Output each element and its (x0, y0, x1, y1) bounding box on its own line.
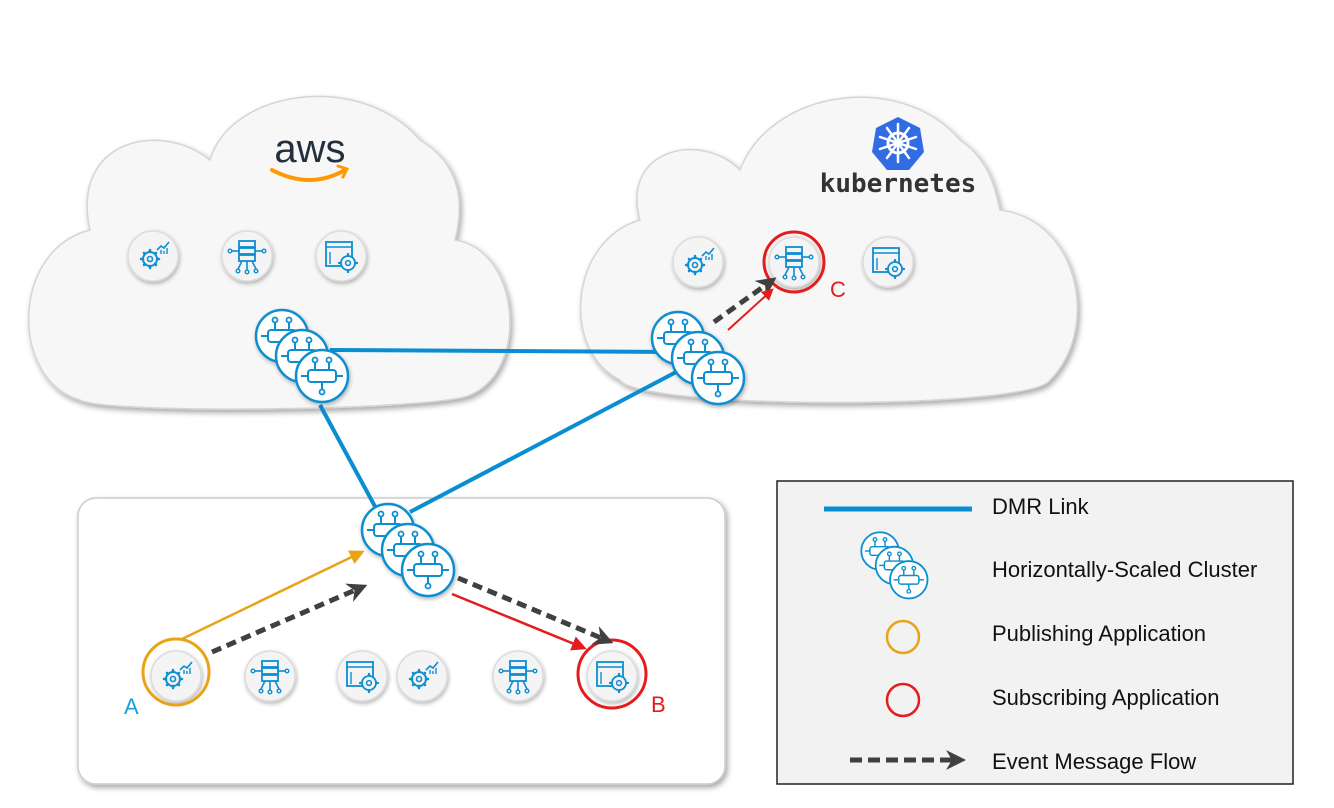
node-label-b: B (651, 692, 666, 717)
kubernetes-cloud (579, 96, 1078, 404)
flow-cluster-to-b-dashed (457, 575, 614, 645)
onprem-app-gear-chart-a-icon (151, 651, 201, 701)
flow-a-to-cluster-dashed (211, 583, 368, 655)
k8s-app-window-gear-icon (863, 237, 913, 287)
aws-smile-icon (270, 168, 347, 182)
dmr-link-k8s-onprem (409, 368, 681, 514)
legend-label-cluster: Horizontally-Scaled Cluster (992, 557, 1257, 582)
kubernetes-logo: kubernetes (820, 117, 977, 199)
dmr-links (318, 348, 681, 514)
flow-k8s-to-c-dashed (712, 277, 777, 325)
legend-box (776, 480, 1294, 785)
onprem-app-window-gear-b-icon (587, 651, 637, 701)
legend-label-dmr-link: DMR Link (992, 494, 1090, 519)
onprem-app-server-2-icon (493, 651, 543, 701)
aws-app-window-gear-icon (316, 231, 366, 281)
dmr-link-aws-k8s (329, 348, 671, 354)
onprem-datacenter-box (77, 497, 726, 785)
legend-label-subscribing: Subscribing Application (992, 685, 1219, 710)
node-label-a: A (124, 694, 139, 719)
legend-item-event-flow: Event Message Flow (850, 749, 1196, 774)
aws-arrow-tip-icon (336, 164, 350, 179)
aws-app-server-icon (222, 231, 272, 281)
dmr-link-aws-onprem (318, 404, 380, 513)
onprem-app-gear-chart-2-icon (397, 651, 447, 701)
legend-orange-ring-icon (885, 619, 921, 655)
kubernetes-helm-icon (872, 117, 924, 170)
legend-item-publishing: Publishing Application (885, 619, 1206, 655)
legend-label-publishing: Publishing Application (992, 621, 1206, 646)
legend-red-ring-icon (885, 682, 921, 718)
legend-item-cluster: Horizontally-Scaled Cluster (861, 532, 1257, 598)
k8s-apps: C (673, 230, 913, 302)
aws-logo: aws (270, 127, 350, 182)
aws-logo-text: aws (274, 127, 345, 171)
k8s-app-gear-chart-icon (673, 237, 723, 287)
aws-apps (128, 231, 366, 281)
kubernetes-logo-text: kubernetes (820, 169, 977, 199)
flow-cluster-to-b-red (451, 592, 587, 651)
publisher-a-ring (141, 637, 211, 707)
legend-label-event-flow: Event Message Flow (992, 749, 1196, 774)
legend-item-dmr-link: DMR Link (824, 494, 1090, 519)
node-label-c: C (830, 277, 846, 302)
flow-a-to-cluster-orange (181, 550, 365, 641)
subscriber-c-ring (762, 230, 826, 294)
onprem-app-server-1-icon (245, 651, 295, 701)
legend: DMR Link Horizontally-Scaled Cluster Pub… (776, 480, 1294, 785)
flow-k8s-to-c-red (727, 288, 774, 331)
onprem-app-window-gear-1-icon (337, 651, 387, 701)
legend-item-subscribing: Subscribing Application (885, 682, 1219, 718)
k8s-app-server-icon (769, 237, 819, 287)
aws-app-gear-chart-icon (128, 231, 178, 281)
